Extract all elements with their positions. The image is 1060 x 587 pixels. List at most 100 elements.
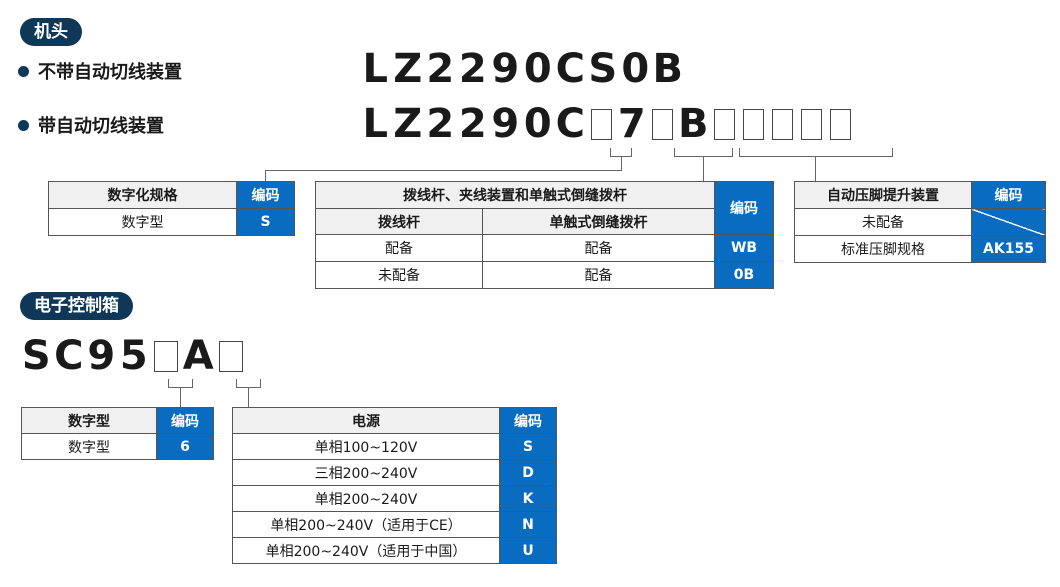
table-code-cell: 6 bbox=[156, 433, 214, 460]
connector-line bbox=[168, 379, 169, 387]
code-placeholder-box bbox=[771, 108, 793, 140]
table-code-cell: D bbox=[499, 459, 557, 486]
table-presser-lift: 自动压脚提升装置 编码 未配备 标准压脚规格 AK155 bbox=[794, 181, 1046, 263]
table-header-code: 编码 bbox=[971, 181, 1046, 209]
connector-line bbox=[265, 170, 622, 171]
table-cell: 配备 bbox=[482, 261, 715, 289]
code-char: S bbox=[588, 46, 618, 92]
connector-line bbox=[732, 148, 733, 156]
table-header-code: 编码 bbox=[714, 181, 774, 235]
code-char: S bbox=[21, 333, 51, 379]
table-cell: 未配备 bbox=[794, 208, 972, 236]
table-cell: 三相200~240V bbox=[232, 459, 500, 486]
code-char: L bbox=[362, 101, 389, 147]
table-code-cell: S bbox=[499, 433, 557, 460]
table-cell: 单相200~240V bbox=[232, 485, 500, 512]
table-code-cell: AK155 bbox=[971, 235, 1046, 263]
table-header: 电源 bbox=[232, 407, 500, 434]
connector-line bbox=[739, 148, 740, 156]
section-label-ctrl: 电子控制箱 bbox=[20, 292, 133, 320]
code-char: L bbox=[362, 46, 389, 92]
connector-line bbox=[260, 379, 261, 387]
code-placeholder-box bbox=[829, 108, 851, 140]
section-label-head: 机头 bbox=[20, 18, 82, 46]
code-placeholder-box bbox=[218, 340, 243, 372]
code-char: 2 bbox=[458, 101, 487, 147]
connector-line bbox=[703, 156, 704, 181]
table-code-cell: WB bbox=[714, 234, 774, 262]
table-header-code: 编码 bbox=[236, 181, 295, 209]
code-char: B bbox=[678, 101, 709, 147]
bullet-icon bbox=[18, 65, 29, 77]
code-char: 5 bbox=[119, 333, 148, 379]
bullet-icon bbox=[18, 119, 29, 131]
code-char: C bbox=[54, 333, 84, 379]
connector-line bbox=[265, 170, 266, 181]
table-header: 数字化规格 bbox=[48, 181, 237, 209]
table-header: 自动压脚提升装置 bbox=[794, 181, 972, 209]
table-header: 数字型 bbox=[21, 407, 157, 434]
row-label-no-trimmer: 不带自动切线装置 bbox=[18, 58, 182, 84]
code-char: C bbox=[555, 46, 585, 92]
code-placeholder-box bbox=[742, 108, 764, 140]
connector-line bbox=[236, 379, 237, 387]
table-digital-spec: 数字化规格 编码 数字型 S bbox=[48, 181, 295, 236]
code-placeholder-box bbox=[800, 108, 822, 140]
row-label-with-trimmer: 带自动切线装置 bbox=[18, 112, 164, 138]
code-char: 9 bbox=[491, 101, 520, 147]
code-char: 2 bbox=[426, 101, 455, 147]
connector-line bbox=[621, 156, 622, 170]
table-cell: 单相200~240V（适用于中国） bbox=[232, 537, 500, 564]
connector-line bbox=[674, 148, 675, 156]
code-char: 9 bbox=[87, 333, 116, 379]
connector-line bbox=[631, 148, 632, 156]
table-header-code: 编码 bbox=[156, 407, 214, 434]
table-cell: 单相100~120V bbox=[232, 433, 500, 460]
table-cell: 配备 bbox=[315, 234, 483, 262]
table-header: 拨线杆、夹线装置和单触式倒缝拨杆 bbox=[315, 181, 715, 209]
connector-line bbox=[892, 148, 893, 156]
row-label-text: 不带自动切线装置 bbox=[38, 62, 182, 83]
table-cell: 未配备 bbox=[315, 261, 483, 289]
code-char: Z bbox=[393, 101, 423, 147]
table-cell: 配备 bbox=[482, 234, 715, 262]
code-char: 0 bbox=[621, 46, 650, 92]
connector-line bbox=[180, 387, 181, 407]
table-cell: 标准压脚规格 bbox=[794, 235, 972, 263]
code-char: B bbox=[652, 46, 684, 92]
table-subheader: 单触式倒缝拨杆 bbox=[482, 208, 715, 235]
table-trimmer-options: 拨线杆、夹线装置和单触式倒缝拨杆 编码 拨线杆 单触式倒缝拨杆 配备 配备 WB… bbox=[315, 181, 774, 289]
code-char: 7 bbox=[617, 101, 646, 147]
table-code-cell: U bbox=[499, 537, 557, 564]
model-code-with-trimmer: L Z 2 2 9 0 C 7 B bbox=[359, 101, 855, 147]
table-header-code: 编码 bbox=[499, 407, 557, 434]
code-placeholder-box bbox=[590, 108, 612, 140]
model-code-no-trimmer: L Z 2 2 9 0 C S 0 B bbox=[359, 46, 684, 92]
code-char: 9 bbox=[491, 46, 520, 92]
code-char: Z bbox=[393, 46, 423, 92]
table-cell: 数字型 bbox=[21, 433, 157, 460]
model-code-ctrl: S C 9 5 A bbox=[20, 333, 247, 379]
table-power: 电源 编码 单相100~120V S 三相200~240V D 单相200~24… bbox=[232, 407, 557, 564]
code-placeholder-box bbox=[713, 108, 735, 140]
code-char: 0 bbox=[523, 46, 552, 92]
table-code-cell: S bbox=[236, 208, 295, 236]
code-placeholder-box bbox=[652, 108, 673, 140]
table-cell: 数字型 bbox=[48, 208, 237, 236]
code-char: 2 bbox=[458, 46, 487, 92]
connector-line bbox=[248, 387, 249, 407]
table-subheader: 拨线杆 bbox=[315, 208, 483, 235]
table-code-cell: 0B bbox=[714, 261, 774, 289]
code-char: C bbox=[555, 101, 585, 147]
connector-line bbox=[610, 148, 611, 156]
code-char: 2 bbox=[426, 46, 455, 92]
table-code-cell-none bbox=[971, 208, 1046, 236]
table-cell: 单相200~240V（适用于CE） bbox=[232, 511, 500, 538]
code-char: A bbox=[182, 333, 214, 379]
table-ctrl-digital: 数字型 编码 数字型 6 bbox=[21, 407, 214, 460]
code-char: 0 bbox=[523, 101, 552, 147]
table-code-cell: K bbox=[499, 485, 557, 512]
connector-line bbox=[815, 156, 816, 181]
table-code-cell: N bbox=[499, 511, 557, 538]
connector-line bbox=[192, 379, 193, 387]
